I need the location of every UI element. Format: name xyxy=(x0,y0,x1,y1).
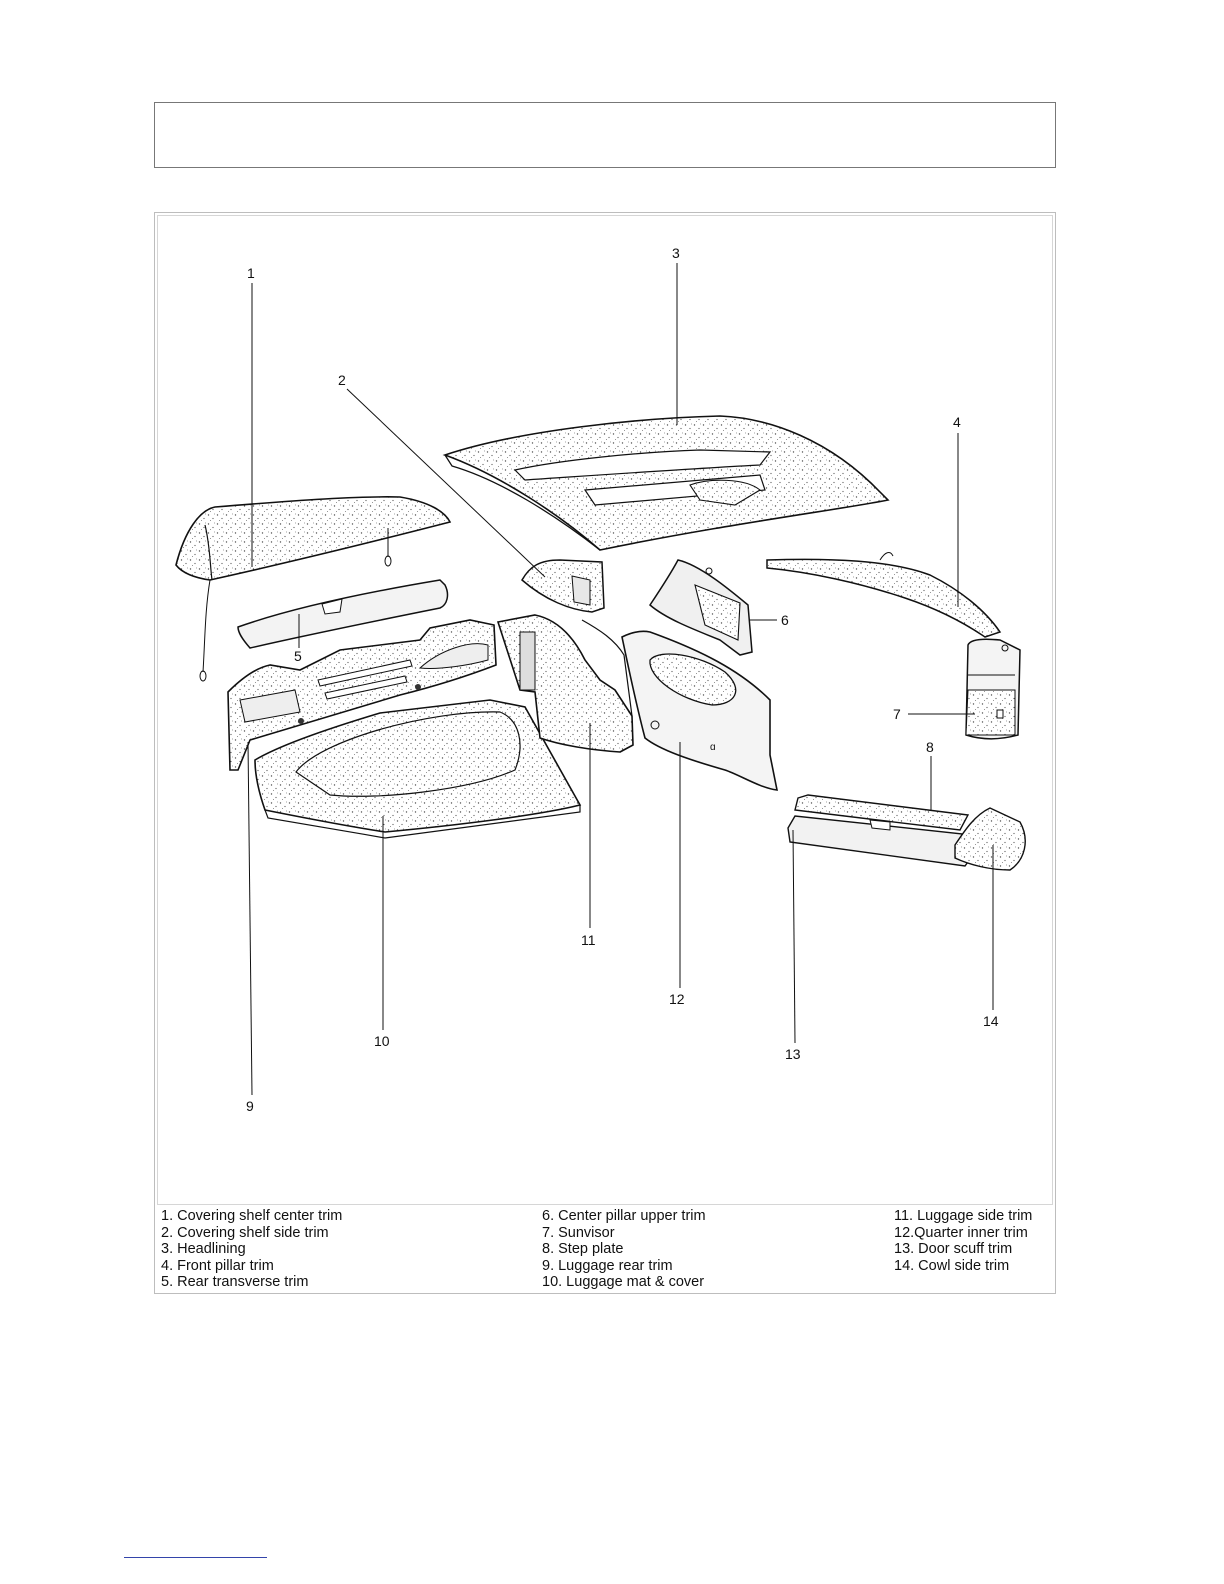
legend-item: 7. Sunvisor xyxy=(542,1224,615,1241)
legend-item: 12.Quarter inner trim xyxy=(894,1224,1028,1241)
legend-item: 13. Door scuff trim xyxy=(894,1241,1013,1257)
callout-1: 1 xyxy=(247,265,255,281)
luggage-side-trim-part xyxy=(496,614,634,753)
legend-item: 10. Luggage mat & cover xyxy=(542,1274,705,1290)
leader-line-2 xyxy=(346,388,546,578)
legend-item: 14. Cowl side trim xyxy=(894,1257,1010,1274)
legend-item: 11. Luggage side trim xyxy=(894,1208,1033,1224)
callout-7: 7 xyxy=(893,706,901,722)
legend-column-2: 6. Center pillar upper trim 7. Sunvisor … xyxy=(542,1208,706,1291)
legend-item: 6. Center pillar upper trim xyxy=(542,1208,706,1224)
callout-8: 8 xyxy=(926,739,934,755)
footer-link-underline xyxy=(124,1557,267,1558)
legend-item: 2. Covering shelf side trim xyxy=(161,1224,329,1241)
cowl-side-trim-part xyxy=(954,807,1026,871)
callout-6: 6 xyxy=(781,612,789,628)
step-plate-part xyxy=(794,794,970,831)
leader-line-9 xyxy=(247,741,253,1096)
callout-2: 2 xyxy=(338,372,346,388)
sunvisor-part xyxy=(965,638,1021,740)
leader-lines xyxy=(247,263,994,1096)
headlining-part xyxy=(442,415,890,551)
callout-10: 10 xyxy=(374,1033,390,1049)
svg-text:ɑ: ɑ xyxy=(710,742,716,753)
legend-item: 1. Covering shelf center trim xyxy=(161,1208,343,1224)
legend-column-3: 11. Luggage side trim 12.Quarter inner t… xyxy=(894,1208,1032,1274)
legend-column-1: 1. Covering shelf center trim 2. Coverin… xyxy=(161,1208,342,1291)
header-box xyxy=(154,102,1056,168)
callout-13: 13 xyxy=(785,1046,801,1062)
callout-12: 12 xyxy=(669,991,685,1007)
callout-11: 11 xyxy=(581,932,596,948)
legend-item: 4. Front pillar trim xyxy=(161,1257,274,1274)
leader-line-13 xyxy=(792,829,796,1044)
legend-item: 3. Headlining xyxy=(161,1241,246,1257)
quarter-inner-trim-part: ɑ xyxy=(621,630,779,791)
figure-frame xyxy=(154,212,1056,1294)
luggage-mat-and-cover-part xyxy=(254,699,582,839)
front-pillar-trim-part xyxy=(766,552,1002,638)
center-pillar-upper-trim-part xyxy=(649,559,753,656)
callout-14: 14 xyxy=(983,1013,999,1029)
rear-transverse-trim-part xyxy=(237,579,449,649)
legend-item: 5. Rear transverse trim xyxy=(161,1274,309,1290)
figure-inner-frame xyxy=(157,215,1053,1205)
callout-4: 4 xyxy=(953,414,961,430)
callout-5: 5 xyxy=(294,648,302,664)
luggage-rear-trim-part xyxy=(227,619,497,771)
covering-shelf-side-trim-part xyxy=(521,559,605,613)
covering-shelf-center-trim-part xyxy=(175,496,452,682)
callout-9: 9 xyxy=(246,1098,254,1114)
legend-item: 8. Step plate xyxy=(542,1241,624,1257)
callout-3: 3 xyxy=(672,245,680,261)
legend-item: 9. Luggage rear trim xyxy=(542,1257,673,1274)
